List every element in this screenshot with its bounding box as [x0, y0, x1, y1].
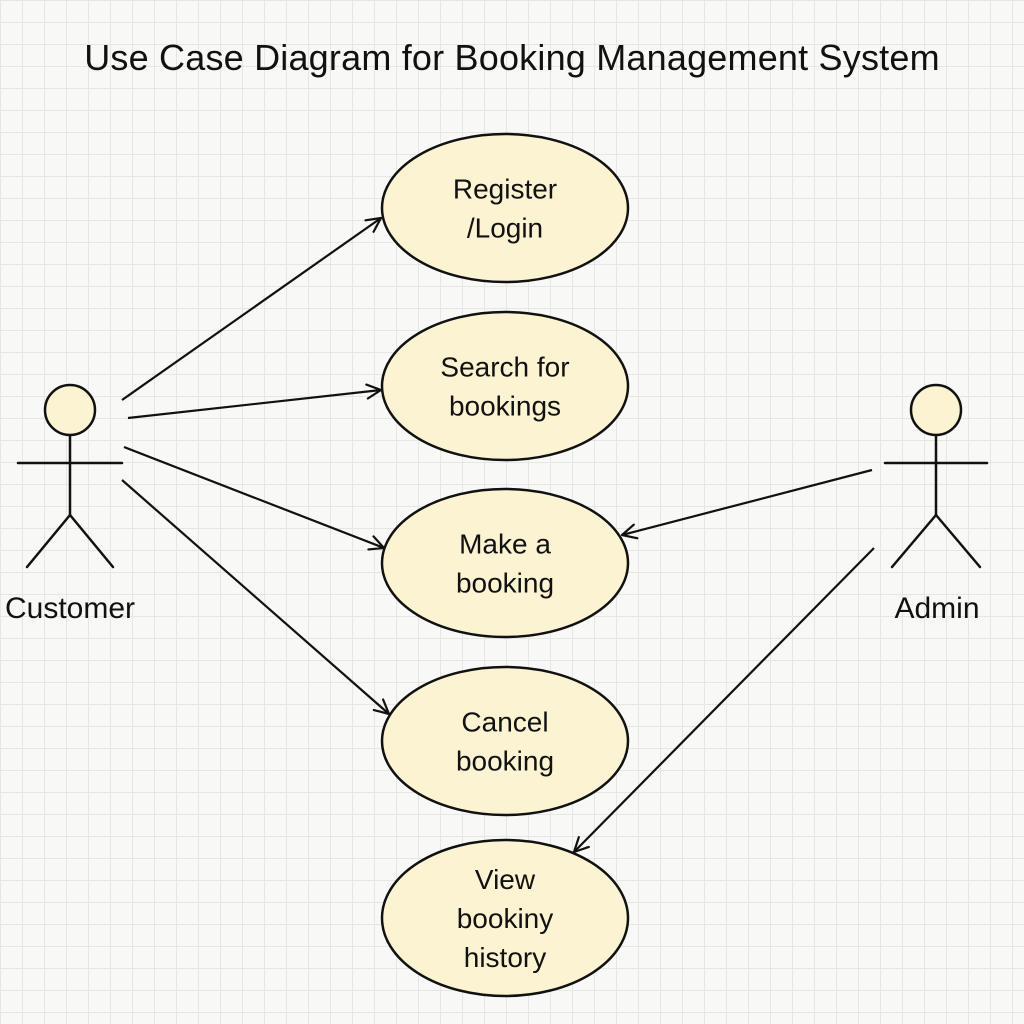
- use-case-label: Search for: [440, 352, 569, 383]
- actor-label-admin: Admin: [894, 592, 979, 625]
- use-case-label: history: [464, 942, 546, 973]
- use-case-label: bookiny: [457, 903, 554, 934]
- use-case-label: bookings: [449, 391, 561, 422]
- association-admin-to-view-history: [572, 547, 875, 854]
- use-case-ellipse: [380, 665, 630, 817]
- actor-admin[interactable]: Admin: [883, 383, 989, 625]
- use-case-label: Make a: [459, 529, 551, 560]
- use-case-view-history[interactable]: View bookiny history: [380, 838, 630, 998]
- use-case-label: Cancel: [461, 707, 548, 738]
- actor-right-leg: [68, 513, 115, 569]
- actor-customer[interactable]: Customer: [5, 383, 135, 625]
- use-case-ellipse: [380, 132, 630, 284]
- use-case-label: View: [475, 864, 536, 895]
- use-case-search-bookings[interactable]: Search for bookings: [380, 310, 630, 462]
- use-case-make-booking[interactable]: Make a booking: [380, 487, 630, 639]
- stick-figure-icon: [883, 383, 989, 569]
- use-case-ellipse: [380, 487, 630, 639]
- actor-left-leg: [25, 513, 72, 569]
- use-case-ellipse: [380, 310, 630, 462]
- association-customer-to-search-bookings: [127, 383, 383, 420]
- use-case-label: booking: [456, 568, 554, 599]
- use-case-label: Register: [453, 174, 557, 205]
- use-case-register-login[interactable]: Register/Login: [380, 132, 630, 284]
- diagram-title: Use Case Diagram for Booking Management …: [84, 37, 940, 78]
- actor-head: [909, 383, 963, 437]
- association-customer-to-register-login: [121, 216, 383, 401]
- associations: [121, 216, 875, 854]
- actor-left-leg: [890, 513, 938, 569]
- use-case-label: booking: [456, 746, 554, 777]
- actor-right-leg: [934, 513, 982, 569]
- use-case-label: /Login: [467, 213, 543, 244]
- actor-label-customer: Customer: [5, 592, 135, 625]
- association-customer-to-cancel-booking: [121, 479, 391, 716]
- association-customer-to-make-booking: [123, 445, 386, 551]
- association-admin-to-make-booking: [620, 468, 873, 540]
- use-case-ellipse: [380, 838, 630, 998]
- stick-figure-icon: [16, 383, 124, 569]
- use-case-cancel-booking[interactable]: Cancel booking: [380, 665, 630, 817]
- actor-head: [43, 383, 97, 437]
